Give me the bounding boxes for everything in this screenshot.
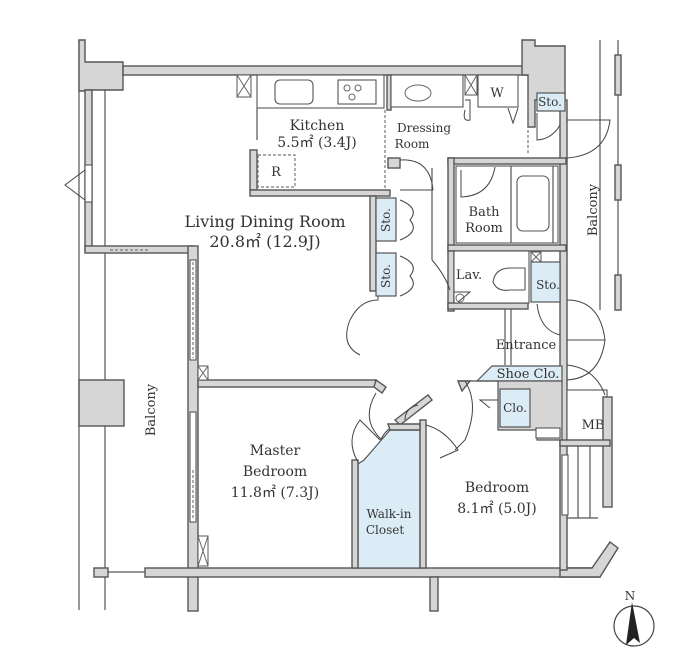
master-north-wall	[197, 379, 377, 388]
storage-living-1	[375, 197, 397, 242]
fridge-space	[257, 154, 296, 188]
bathtub-icon	[516, 175, 550, 232]
walk-in-closet: Walk-in Closet	[351, 419, 427, 569]
kitchen-name: Kitchen	[290, 118, 345, 134]
dressing-room: W Dressing Room	[386, 74, 529, 191]
bedroom-area: 8.1㎡ (5.0J)	[457, 501, 537, 517]
entrance-label: Entrance	[496, 338, 557, 353]
bedroom: Bedroom 8.1㎡ (5.0J)	[425, 424, 569, 517]
south-wall	[144, 567, 601, 578]
storage-entrance-label: Sto.	[536, 278, 560, 292]
meter-box	[566, 389, 608, 441]
fridge-label: R	[271, 165, 282, 180]
vanity	[390, 74, 464, 108]
walkin-label-2: Closet	[366, 523, 405, 537]
sink-icon	[274, 79, 314, 105]
bath-label-1: Bath	[469, 205, 501, 220]
dressing-label-1: Dressing	[397, 121, 451, 135]
master-label-1: Master	[250, 443, 301, 459]
storage-living-2	[375, 252, 397, 297]
living-label: Living Dining Room	[184, 212, 345, 231]
west-balcony-rails	[78, 40, 145, 610]
washer-label: W	[490, 86, 504, 101]
north-arrow-icon	[626, 602, 640, 645]
toilet-icon	[492, 267, 526, 291]
closet-mb: Clo. MB	[456, 364, 613, 519]
east-balcony: Balcony	[586, 40, 622, 311]
kitchen: R Kitchen 5.5㎡ (3.4J)	[236, 74, 391, 197]
compass: N	[613, 589, 655, 647]
storage-ne-label: Sto.	[538, 95, 562, 109]
storage-living-1-label: Sto.	[379, 208, 393, 232]
sink-icon	[455, 293, 465, 303]
compass-north-label: N	[625, 589, 636, 603]
column-ne	[521, 39, 566, 128]
column-west	[78, 379, 125, 427]
basin-icon	[404, 84, 432, 102]
walk-in-closet-area	[357, 429, 421, 569]
storage-entrance	[530, 261, 561, 303]
storage-living-2-label: Sto.	[379, 264, 393, 288]
closet-label: Clo.	[503, 401, 527, 415]
bath-room: Bath Room	[447, 157, 567, 252]
mb-label: MB	[582, 418, 605, 433]
kitchen-area: 5.5㎡ (3.4J)	[277, 135, 357, 151]
closet	[499, 388, 531, 428]
shoe-closet-label: Shoe Clo.	[497, 367, 560, 382]
washer-space	[477, 74, 519, 108]
master-area: 11.8㎡ (7.3J)	[231, 485, 319, 501]
walkin-label-1: Walk-in	[367, 507, 412, 521]
north-wall	[122, 65, 529, 76]
living-area: 20.8㎡ (12.9J)	[209, 232, 320, 251]
storage-ne	[536, 92, 566, 112]
balcony-west-label: Balcony	[144, 383, 159, 436]
master-label-2: Bedroom	[243, 464, 307, 480]
balcony-north-wall	[84, 245, 194, 254]
dressing-label-2: Room	[395, 137, 430, 151]
bedroom-label: Bedroom	[465, 480, 529, 496]
living-storage: Sto. Sto.	[369, 168, 433, 297]
stove-icon	[337, 79, 377, 105]
lavatory: Lav.	[431, 250, 530, 312]
rail-post	[93, 567, 109, 578]
balcony-east-label: Balcony	[586, 183, 601, 236]
column-nw	[78, 39, 124, 92]
bath-label-2: Room	[465, 221, 503, 236]
lav-label: Lav.	[456, 268, 482, 283]
